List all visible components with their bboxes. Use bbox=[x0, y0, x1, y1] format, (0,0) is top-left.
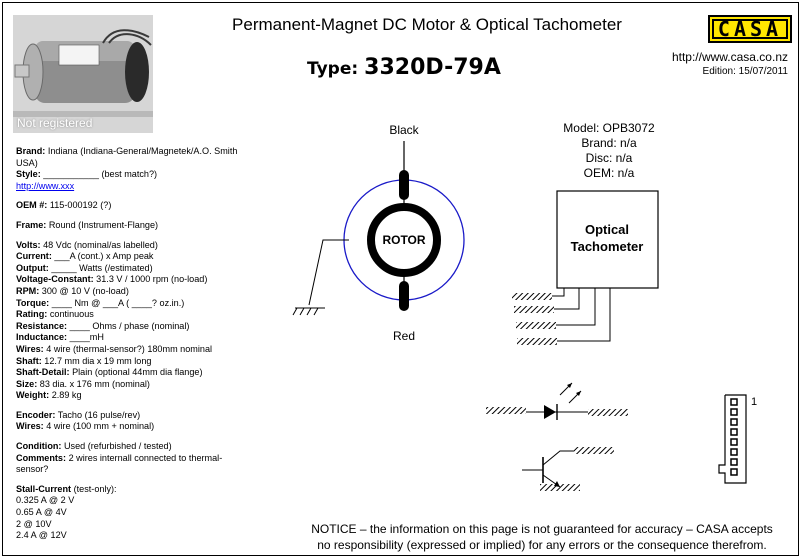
led-symbol bbox=[486, 382, 628, 420]
spec-resistance: Resistance: ____ Ohms / phase (nominal) bbox=[16, 320, 190, 331]
type-label: Type: bbox=[307, 59, 359, 79]
spec-rpm: RPM: 300 @ 10 V (no-load) bbox=[16, 285, 129, 296]
wiring-diagram: Black Red ROTOR Optical Tachometer bbox=[292, 123, 757, 491]
spec-shaft: Shaft: 12.7 mm dia x 19 mm long bbox=[16, 355, 152, 366]
spec-current: Current: ___A (cont.) x Amp peak bbox=[16, 251, 154, 262]
spec-link-anchor[interactable]: http://www.xxx bbox=[16, 180, 75, 191]
spec-encoder-wires: Wires: 4 wire (100 mm + nominal) bbox=[16, 421, 155, 432]
motor-photo-drawing bbox=[13, 15, 153, 133]
spec-link: http://www.xxx bbox=[16, 181, 248, 193]
brush-bottom bbox=[399, 281, 409, 311]
spec-weight: Weight: 2.89 kg bbox=[16, 390, 82, 401]
tacho-model: Model: OPB3072 bbox=[563, 121, 655, 135]
page-title: Permanent-Magnet DC Motor & Optical Tach… bbox=[232, 15, 622, 34]
tacho-model-info: Model: OPB3072 Brand: n/a Disc: n/a OEM:… bbox=[549, 121, 669, 181]
brush-top bbox=[399, 170, 409, 200]
spec-stall-current: Stall-Current (test-only): bbox=[16, 483, 117, 494]
type-value: 3320D-79A bbox=[364, 55, 501, 80]
casa-logo: CASA bbox=[708, 15, 792, 43]
spec-size: Size: 83 dia. x 176 mm (nominal) bbox=[16, 378, 150, 389]
spec-brand: Brand: Indiana (Indiana-General/Magnetek… bbox=[16, 146, 238, 168]
spec-rating: Rating: continuous bbox=[16, 309, 94, 320]
stall-row: 0.65 A @ 4V bbox=[16, 507, 67, 518]
tacho-wire-3 bbox=[516, 322, 556, 329]
spec-style: Style: ___________ (best match?) bbox=[16, 169, 158, 180]
disclaimer-notice: NOTICE – the information on this page is… bbox=[311, 522, 773, 552]
tacho-box bbox=[556, 190, 659, 289]
photo-watermark: Not registered bbox=[17, 116, 93, 130]
tacho-box-line1: Optical bbox=[585, 222, 629, 237]
spec-voltage-constant: Voltage-Constant: 31.3 V / 1000 rpm (no-… bbox=[16, 274, 208, 285]
spec-comments: Comments: 2 wires internall connected to… bbox=[16, 452, 223, 475]
tacho-oem: OEM: n/a bbox=[583, 166, 635, 180]
site-url[interactable]: http://www.casa.co.nz bbox=[671, 50, 788, 64]
spec-inductance: Inductance: ____mH bbox=[16, 332, 104, 343]
tacho-wire-4 bbox=[517, 338, 557, 345]
stall-row: 2 @ 10V bbox=[16, 518, 52, 529]
tacho-box-line2: Tachometer bbox=[571, 239, 644, 254]
spec-output: Output: _____ Watts (/estimated) bbox=[16, 262, 153, 273]
spec-shaft-detail: Shaft-Detail: Plain (optional 44mm dia f… bbox=[16, 367, 203, 378]
stall-row: 2.4 A @ 12V bbox=[16, 530, 67, 541]
red-wire-label: Red bbox=[393, 329, 415, 343]
tacho-wire-2 bbox=[514, 306, 554, 313]
ground-wire bbox=[308, 239, 349, 306]
tacho-disc: Disc: n/a bbox=[585, 151, 633, 165]
type-line: Type:3320D-79A bbox=[307, 55, 501, 80]
rotor-circle bbox=[367, 203, 441, 277]
motor-diagram: Black Red ROTOR bbox=[292, 123, 465, 343]
tacho-wire-1 bbox=[512, 293, 552, 300]
spec-list: Brand: Indiana (Indiana-General/Magnetek… bbox=[16, 146, 248, 542]
connector-pin-label: 1 bbox=[751, 396, 757, 408]
motor-photo: Not registered bbox=[13, 15, 153, 133]
spec-wires: Wires: 4 wire (thermal-sensor?) 180mm no… bbox=[16, 343, 213, 354]
stall-row: 0.325 A @ 2 V bbox=[16, 495, 75, 506]
connector-symbol: 1 bbox=[718, 394, 757, 484]
phototransistor-symbol bbox=[522, 447, 614, 491]
spec-oem: OEM #: 115-000192 (?) bbox=[16, 200, 112, 211]
tacho-brand: Brand: n/a bbox=[581, 136, 637, 150]
spec-frame: Frame: Round (Instrument-Flange) bbox=[16, 219, 159, 230]
spec-encoder: Encoder: Tacho (16 pulse/rev) bbox=[16, 409, 141, 420]
edition-date: Edition: 15/07/2011 bbox=[702, 66, 788, 77]
black-wire-label: Black bbox=[389, 123, 419, 137]
tacho-diagram: Optical Tachometer bbox=[512, 190, 659, 345]
spec-condition: Condition: Used (refurbished / tested) bbox=[16, 441, 172, 452]
spec-torque: Torque: ____ Nm @ ___A ( ____? oz.in.) bbox=[16, 297, 185, 308]
rotor-label: ROTOR bbox=[382, 233, 425, 247]
spec-volts: Volts: 48 Vdc (nominal/as labelled) bbox=[16, 239, 158, 250]
